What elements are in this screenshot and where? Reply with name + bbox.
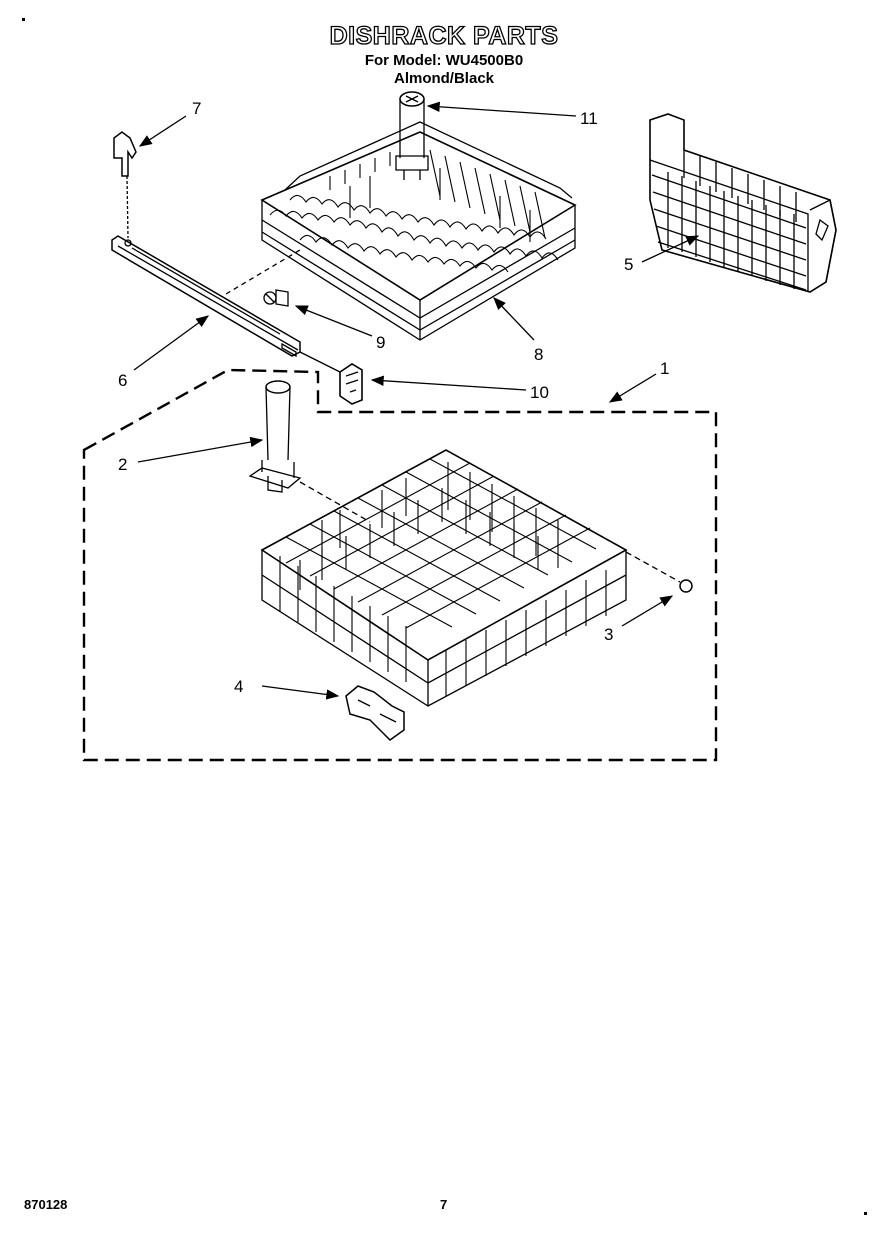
upper-rack-tube-part bbox=[395, 91, 429, 180]
callout-9: 9 bbox=[376, 333, 385, 352]
document-number: 870128 bbox=[24, 1197, 68, 1212]
callout-11: 11 bbox=[580, 109, 598, 128]
leader-1 bbox=[608, 373, 657, 403]
silverware-basket bbox=[649, 113, 837, 293]
leader-6 bbox=[133, 315, 210, 371]
callout-4: 4 bbox=[234, 677, 243, 696]
rack-clip-part bbox=[113, 131, 137, 239]
callout-1: 1 bbox=[660, 359, 669, 378]
leader-10 bbox=[370, 375, 527, 391]
rail-end-cap-part bbox=[299, 351, 363, 405]
rack-cap-part bbox=[625, 551, 693, 593]
rack-roller-part bbox=[345, 685, 405, 741]
lower-rack-assembly-boundary bbox=[82, 368, 718, 762]
leader-4 bbox=[261, 685, 340, 700]
model-line: For Model: WU4500B0 bbox=[364, 52, 524, 69]
leader-5 bbox=[641, 235, 700, 263]
leader-9 bbox=[294, 305, 373, 337]
lower-rack-tube-part bbox=[248, 380, 371, 523]
lower-rack bbox=[260, 449, 628, 707]
callout-leaders bbox=[133, 101, 700, 700]
callout-2: 2 bbox=[118, 455, 127, 474]
callout-6: 6 bbox=[118, 371, 127, 390]
leader-11 bbox=[426, 101, 577, 117]
leader-3 bbox=[621, 595, 674, 627]
scan-speck bbox=[22, 18, 25, 21]
callout-10: 10 bbox=[530, 383, 549, 402]
callout-8: 8 bbox=[534, 345, 543, 364]
callout-5: 5 bbox=[624, 255, 633, 274]
leader-2 bbox=[137, 436, 264, 463]
rail-stop-part bbox=[263, 289, 289, 307]
scan-speck bbox=[864, 1212, 867, 1215]
rack-rail-part bbox=[111, 235, 301, 358]
color-line: Almond/Black bbox=[393, 70, 495, 87]
callout-7: 7 bbox=[192, 99, 201, 118]
leader-8 bbox=[493, 297, 535, 341]
upper-rack bbox=[260, 121, 577, 341]
page-title: DISHRACK PARTS bbox=[329, 21, 559, 50]
callout-3: 3 bbox=[604, 625, 613, 644]
leader-7 bbox=[138, 115, 187, 147]
page-number: 7 bbox=[440, 1197, 448, 1212]
